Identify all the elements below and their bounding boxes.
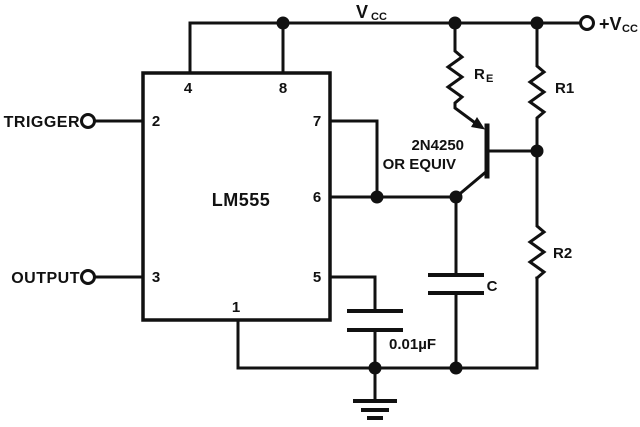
c-label: C bbox=[487, 278, 498, 295]
junction-dot bbox=[449, 361, 463, 375]
junction-dot bbox=[276, 16, 290, 30]
vcc-terminal-icon bbox=[579, 15, 595, 31]
r1-label: R1 bbox=[555, 80, 574, 97]
capacitor-bypass bbox=[347, 309, 403, 332]
resistor-re bbox=[445, 24, 481, 128]
vcc-rail-label: V bbox=[356, 2, 368, 22]
trigger-terminal-icon bbox=[80, 113, 96, 129]
ground-icon bbox=[353, 366, 397, 420]
output-terminal-icon bbox=[80, 269, 96, 285]
transistor-part-label: 2N4250 bbox=[411, 137, 464, 154]
pin1-label: 1 bbox=[232, 299, 240, 316]
vcc-rail-wire bbox=[188, 21, 582, 75]
junction-dot bbox=[370, 190, 384, 204]
resistor-r2 bbox=[527, 152, 547, 281]
plus-vcc-label-sub: CC bbox=[622, 23, 638, 35]
emitter-arrow-icon bbox=[471, 117, 485, 130]
ic-name-label: LM555 bbox=[212, 190, 271, 210]
trigger-label: TRIGGER bbox=[4, 114, 80, 131]
junction-dot bbox=[448, 16, 462, 30]
junction-dot bbox=[530, 144, 544, 158]
pin3-label: 3 bbox=[152, 269, 160, 286]
re-label-sub: E bbox=[486, 73, 493, 85]
pin4-label: 4 bbox=[184, 80, 193, 97]
ground-rail-wire bbox=[236, 276, 539, 370]
pin7-label: 7 bbox=[313, 113, 321, 130]
re-label: R bbox=[474, 66, 485, 83]
pin7-wire bbox=[328, 119, 379, 199]
transistor-collector-wire bbox=[453, 168, 490, 200]
pin5-label: 5 bbox=[313, 269, 321, 286]
ic-lm555-body bbox=[141, 71, 332, 322]
junction-dots bbox=[276, 16, 544, 375]
transistor-note-label: OR EQUIV bbox=[383, 156, 456, 173]
pin6-label: 6 bbox=[313, 189, 321, 206]
vcc-rail-label-sub: CC bbox=[371, 11, 387, 23]
transistor-2n4250 bbox=[453, 117, 539, 200]
junction-dot bbox=[530, 16, 544, 30]
pin8-label: 8 bbox=[279, 80, 287, 97]
resistor-r1 bbox=[527, 24, 547, 153]
r2-label: R2 bbox=[553, 245, 572, 262]
plus-vcc-label: +V bbox=[599, 14, 622, 34]
junction-dot bbox=[449, 190, 463, 204]
output-label: OUTPUT bbox=[11, 270, 80, 287]
capacitor-c bbox=[428, 273, 484, 295]
junction-dot bbox=[368, 361, 382, 375]
bypass-cap-label: 0.01µF bbox=[389, 336, 436, 353]
pin2-label: 2 bbox=[152, 113, 160, 130]
